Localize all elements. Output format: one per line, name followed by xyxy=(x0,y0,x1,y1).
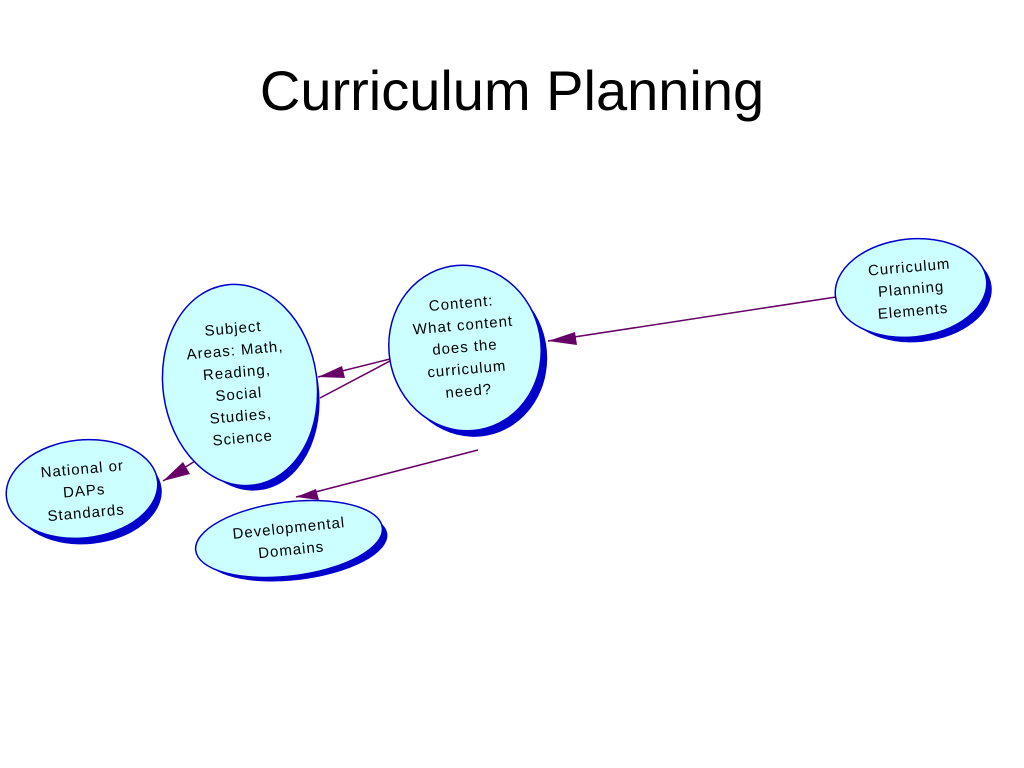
connectors xyxy=(162,296,837,500)
node-label-line: Science xyxy=(212,427,274,449)
node-ellipse xyxy=(834,237,988,339)
node-label-line: need? xyxy=(445,381,493,402)
node-label-line: Standards xyxy=(47,501,126,525)
node-label-line: curriculum xyxy=(427,357,507,381)
node-label-line: Subject xyxy=(204,318,262,340)
arrowhead-subject xyxy=(318,366,345,378)
node-label-line: Planning xyxy=(877,278,945,301)
node-ellipse xyxy=(194,499,384,579)
node-label-line: Social xyxy=(215,384,263,405)
node-label-line: Studies, xyxy=(209,405,272,427)
node-developmental-domains: Developmental Domains xyxy=(194,499,388,582)
arrowhead-developmental xyxy=(296,489,319,500)
node-ellipse xyxy=(5,438,159,540)
arrowhead-standards xyxy=(163,462,190,481)
connector-content-to-developmental xyxy=(295,449,479,498)
slide-title: Curriculum Planning xyxy=(259,59,765,122)
node-curriculum-planning-elements: Curriculum Planning Elements xyxy=(834,237,992,343)
node-label-line: Content: xyxy=(428,292,494,315)
node-label-line: Domains xyxy=(257,538,325,562)
connector-content-to-subject-lower xyxy=(319,360,391,399)
node-label-line: Reading, xyxy=(202,361,271,384)
node-label-line: Elements xyxy=(877,300,949,323)
node-ellipse xyxy=(388,264,542,432)
connector-elements-to-content xyxy=(547,296,837,342)
node-subject-areas: Subject Areas: Math, Reading, Social Stu… xyxy=(161,283,320,491)
arrowhead-content xyxy=(548,332,577,345)
node-content: Content: What content does the curriculu… xyxy=(388,264,548,437)
node-ellipse xyxy=(161,283,319,487)
node-standards: National or DAPs Standards xyxy=(5,438,162,545)
node-label-line: DAPs xyxy=(62,481,106,502)
node-label-line: does the xyxy=(432,336,499,359)
